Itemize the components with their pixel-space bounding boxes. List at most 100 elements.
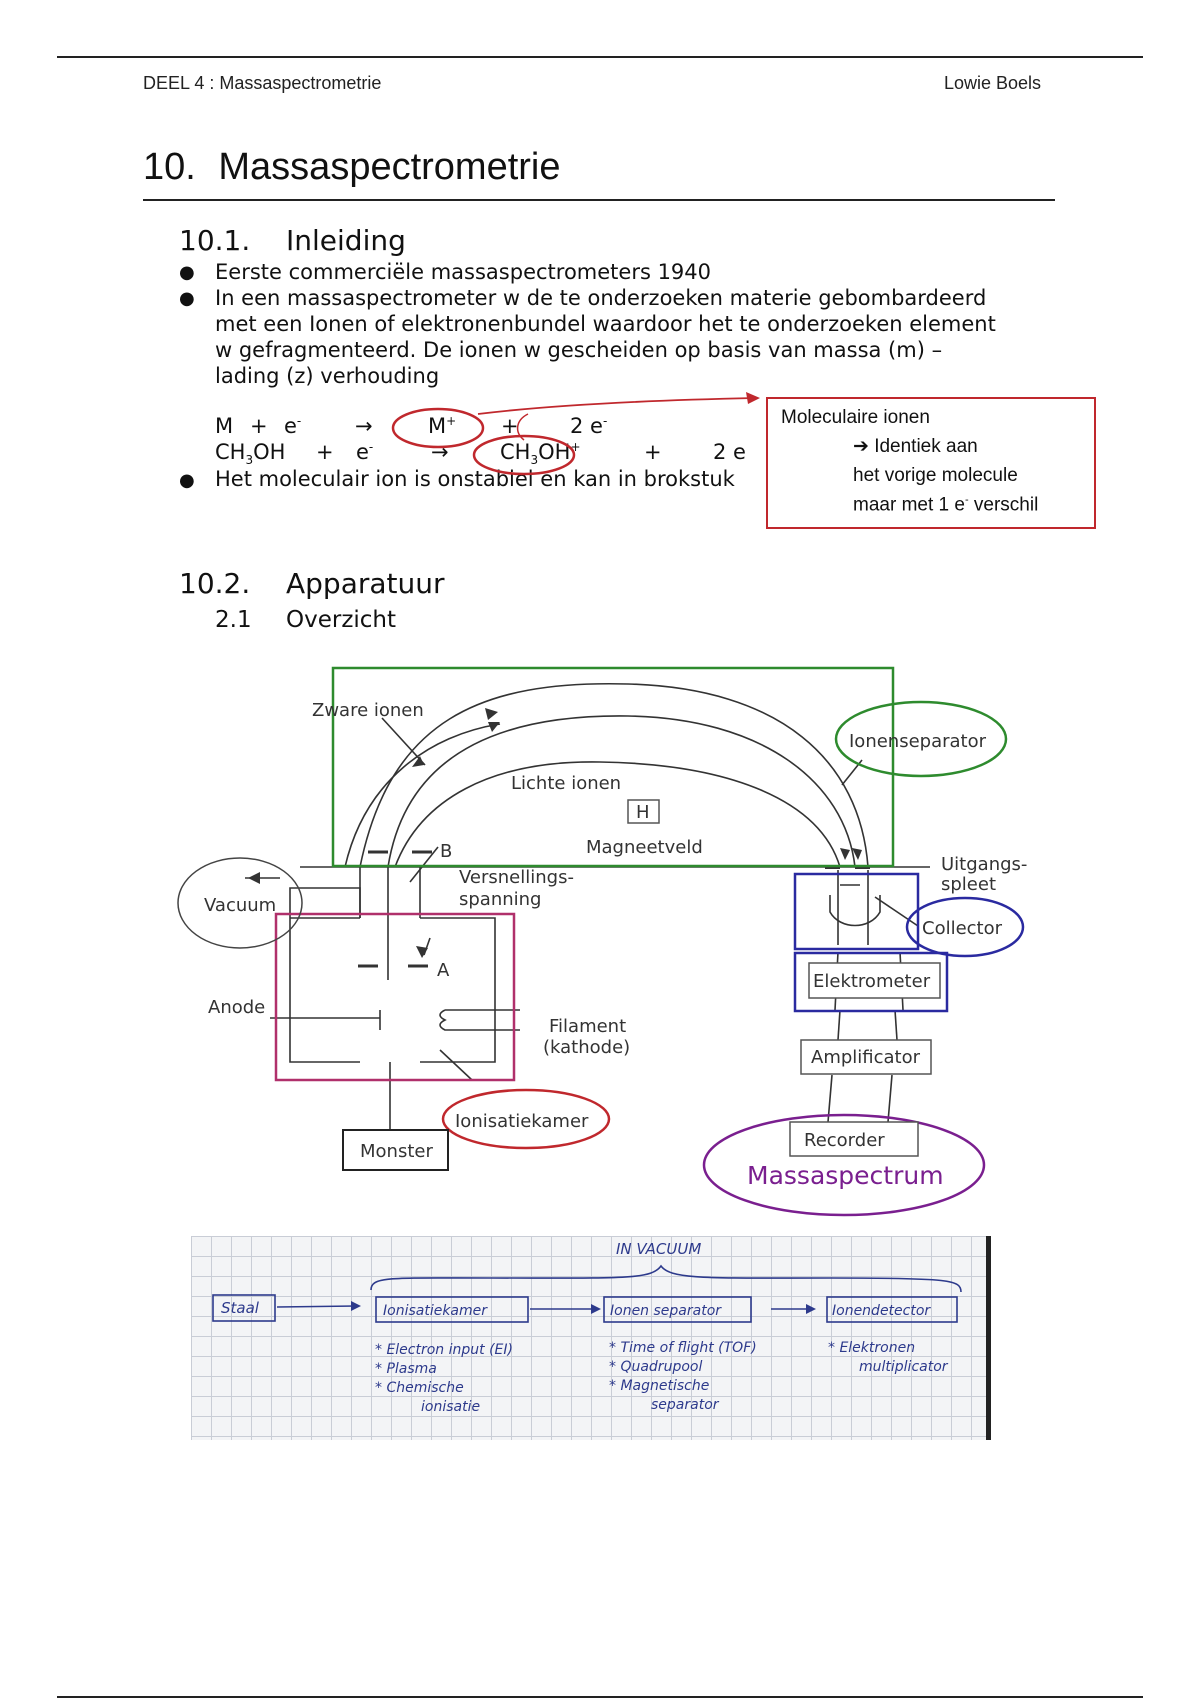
wire [894,1009,898,1041]
label-lichte-ionen: Lichte ionen [511,773,621,794]
sketch-col2: * Time of flight (TOF) [609,1340,757,1356]
eq-arrow: → [355,414,373,438]
label-uitgangs: Uitgangs- [941,854,1027,875]
equation-1: M + e- → M+ + 2 e- [215,414,615,442]
chapter-underline [143,199,1055,201]
label-massaspectrum: Massaspectrum [747,1161,944,1190]
pointer [409,846,439,883]
section-title: Apparatuur [286,567,445,600]
arrowhead [485,708,498,720]
elektrometer-label-box [808,962,941,999]
wire [837,1009,841,1041]
section-heading: 10.2. Apparatuur [179,567,445,600]
bullet-text-2: In een massaspectrometer w de te onderzo… [215,285,996,389]
label-kathode: (kathode) [543,1037,630,1058]
arrowhead [488,722,500,732]
label-spanning: spanning [459,889,542,910]
sketch-staal: Staal [221,1299,260,1317]
chapter-title: 10. Massaspectrometrie [143,146,561,189]
label-collector: Collector [922,918,1003,939]
chapter-number: 10. [143,146,196,188]
sketch-box2: Ionen separator [610,1303,722,1319]
mass-spectrometer-diagram: Zware ionen Lichte ionen H Magneetveld I… [177,666,1027,1217]
h-box [627,799,660,824]
filament-coil [439,1009,520,1031]
bullet-text-3: Het moleculair ion is onstabiel en kan i… [215,467,735,491]
label-ionisatiekamer: Ionisatiekamer [455,1111,589,1132]
subsection-title: Overzicht [286,607,397,633]
pointer [874,896,919,927]
sketch-col1: * Chemische [375,1380,464,1396]
massaspectrum-ellipse [702,1113,986,1217]
label-h: H [636,802,650,823]
bracket-mark [516,413,529,441]
eq-coef: 2 e- [570,414,608,438]
ionisatiekamer-ellipse [441,1088,611,1150]
equation-2: CH3OH + e- → CH3OH+ + 2 e [215,440,755,468]
sketch-col2: * Quadrupool [609,1359,702,1375]
sketch-arrowhead [591,1304,601,1314]
eq-electron: e- [284,414,302,438]
sketch-col1: ionisatie [421,1399,480,1415]
section-heading: 10.1. Inleiding [179,224,406,257]
callout-arrowhead [746,392,760,404]
label-monster: Monster [360,1141,433,1162]
callout-moleculaire-ionen: Moleculaire ionen ➔ Identiek aan het vor… [766,397,1096,529]
label-magneetveld: Magneetveld [586,837,703,858]
sketch-col2: separator [651,1397,720,1413]
bullet-text-line: met een Ionen of elektronenbundel waardo… [215,312,996,336]
sketch-col1: * Plasma [375,1361,437,1377]
header-left: DEEL 4 : Massaspectrometrie [143,73,382,93]
sketch-drawing: IN VACUUM Staal Ionisatiekamer Ionen sep… [212,1240,962,1415]
arrowhead [248,872,260,884]
bullet-dot: ● [179,262,195,283]
sketch-title: IN VACUUM [616,1240,701,1258]
section-number: 10.2. [179,567,251,600]
eq-coef: 2 e [713,440,746,464]
collector-cup [829,895,881,927]
sketch-col2: * Magnetische [609,1378,709,1394]
label-b: B [440,841,452,862]
eq-plus: + [316,440,334,464]
callout-line: Moleculaire ionen [781,407,930,428]
sketch-arrow [276,1305,357,1308]
arrowhead [840,848,850,860]
sketch-col1: * Electron input (EI) [375,1342,513,1358]
header-top-rule [57,56,1143,58]
collector-ellipse [905,896,1025,958]
eq-term: CH3OH [215,440,286,468]
ion-path-outer [359,682,869,868]
monster-box [342,1129,449,1171]
ionisatie-box [274,912,516,1082]
footer-rule [57,1696,1143,1698]
ion-path-lower [344,723,501,868]
sketch-staal-box [212,1294,276,1322]
label-amplificator: Amplificator [811,1047,921,1068]
chamber-outline [289,917,496,1063]
label-vacuum: Vacuum [204,895,276,916]
arrowhead [852,848,862,860]
eq-electron: e- [356,440,374,464]
callout-arrow [477,397,756,415]
collector-box [793,872,920,951]
label-ionenseparator: Ionenseparator [849,731,987,752]
sketch-box3: Ionendetector [832,1303,931,1319]
subsection-number: 2.1 [215,607,252,633]
section-number: 10.1. [179,224,251,257]
arrowhead [416,946,428,958]
wire [887,1074,893,1123]
bullet-text-line: lading (z) verhouding [215,364,440,388]
magneetveld-box [331,666,895,868]
ionenseparator-ellipse [834,700,1008,778]
sketch-right-edge [986,1236,991,1440]
vacuum-ellipse [177,857,303,949]
label-anode: Anode [208,997,265,1018]
ion-path-middle [387,715,856,980]
label-zware-ionen: Zware ionen [312,700,424,721]
arrowhead [412,756,424,767]
bullet-dot: ● [179,470,195,491]
sketch-col3: * Elektronen [828,1340,915,1356]
label-versnellings: Versnellings- [459,867,574,888]
callout-line: maar met 1 e- verschil [853,494,1039,516]
sketch-brace [370,1264,962,1293]
